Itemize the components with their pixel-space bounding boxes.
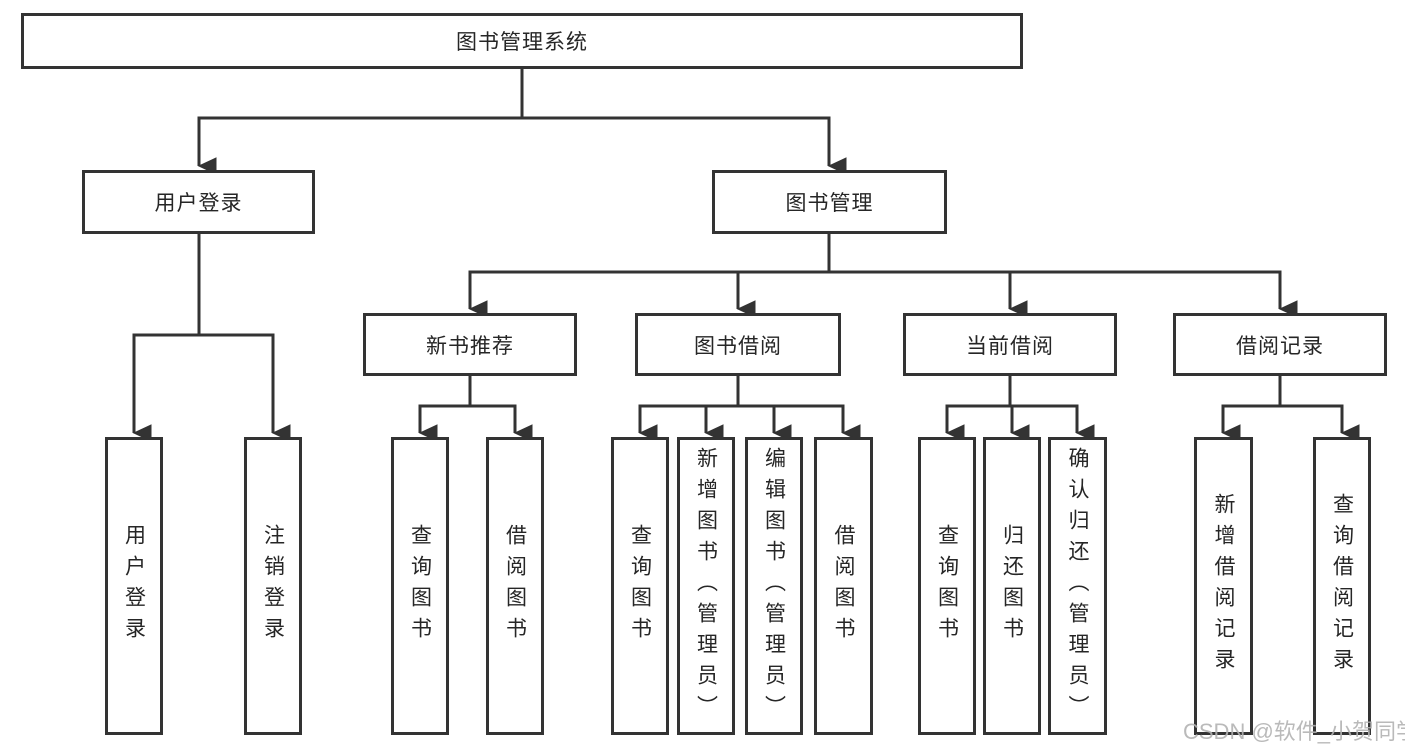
node-label: 新增图书（管理员）	[694, 446, 718, 726]
node-confirm-return-admin: 确认归还（管理员）	[1048, 437, 1107, 735]
node-label: 查询图书	[408, 524, 432, 648]
node-label: 借阅记录	[1236, 334, 1324, 358]
node-user-login-branch: 用户登录	[82, 170, 315, 234]
node-label: 查询图书	[935, 524, 959, 648]
node-label: 归还图书	[1000, 524, 1024, 648]
node-book-borrowing: 图书借阅	[635, 313, 841, 376]
node-borrow-books-recommend: 借阅图书	[486, 437, 544, 735]
node-label: 新增借阅记录	[1212, 493, 1235, 679]
node-label: 借阅图书	[832, 524, 855, 648]
node-query-books-recommend: 查询图书	[391, 437, 449, 735]
node-add-book-admin: 新增图书（管理员）	[677, 437, 735, 735]
node-label: 图书管理	[785, 192, 874, 215]
node-library-management-system: 图书管理系统	[21, 13, 1023, 69]
node-label: 确认归还（管理员）	[1066, 446, 1089, 726]
node-label: 注销登录	[261, 524, 285, 648]
node-edit-book-admin: 编辑图书（管理员）	[745, 437, 803, 735]
node-return-book: 归还图书	[983, 437, 1041, 735]
node-label: 图书借阅	[694, 334, 782, 358]
node-logout: 注销登录	[244, 437, 302, 735]
node-label: 图书管理系统	[456, 31, 588, 54]
node-current-borrowing: 当前借阅	[903, 313, 1117, 376]
node-user-login: 用户登录	[105, 437, 163, 735]
node-new-book-recommendation: 新书推荐	[363, 313, 577, 376]
node-book-management-branch: 图书管理	[712, 170, 947, 234]
node-borrowing-records: 借阅记录	[1173, 313, 1387, 376]
node-label: 新书推荐	[426, 334, 514, 358]
node-query-books-borrowing: 查询图书	[611, 437, 669, 735]
node-add-borrow-record: 新增借阅记录	[1194, 437, 1253, 735]
node-borrow-books: 借阅图书	[814, 437, 873, 735]
csdn-watermark: CSDN @软件_小贺同学	[1183, 719, 1405, 744]
node-label: 查询图书	[628, 524, 652, 648]
node-label: 用户登录	[154, 192, 243, 215]
node-label: 查询借阅记录	[1330, 493, 1354, 679]
node-label: 当前借阅	[966, 334, 1054, 358]
node-query-books-current: 查询图书	[918, 437, 976, 735]
node-label: 借阅图书	[503, 524, 527, 648]
node-label: 编辑图书（管理员）	[762, 446, 786, 726]
node-label: 用户登录	[122, 524, 146, 648]
node-query-borrow-record: 查询借阅记录	[1313, 437, 1371, 735]
